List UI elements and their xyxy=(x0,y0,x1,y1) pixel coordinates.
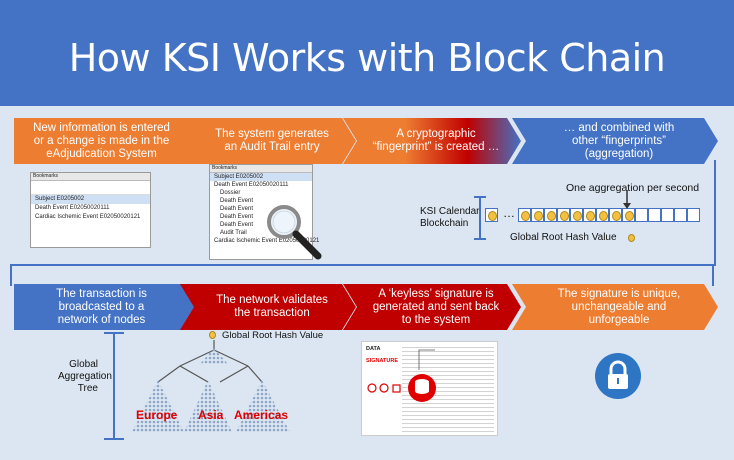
bookmark-item[interactable]: Subject E0205002 xyxy=(31,195,150,204)
step-2-chevron: The system generates an Audit Trail entr… xyxy=(180,118,356,164)
calendar-block-empty xyxy=(674,208,687,222)
tree-label-line-1: Global xyxy=(69,359,98,370)
document-signature-label: SIGNATURE xyxy=(366,358,398,364)
bookmark-item[interactable]: Cardiac Ischemic Event E02050020121 xyxy=(214,238,320,244)
calendar-bracket-bottom xyxy=(474,238,486,240)
step-4-line-1: … and combined with xyxy=(563,121,675,134)
region-asia: Asia xyxy=(198,408,224,422)
magnifier-icon xyxy=(267,205,322,260)
calendar-ellipsis: … xyxy=(503,206,515,220)
padlock-icon xyxy=(608,360,628,389)
calendar-block-empty xyxy=(648,208,661,222)
calendar-block-empty xyxy=(635,208,648,222)
document-data-label: DATA xyxy=(366,346,381,352)
calendar-block-empty xyxy=(661,208,674,222)
step-3-chevron: A cryptographic “fingerprint” is created… xyxy=(343,118,521,164)
tree-root-hash-label: Global Root Hash Value xyxy=(222,330,324,341)
bookmark-item[interactable]: Death Event E02050020111 xyxy=(214,182,289,188)
step-7-line-2: generated and sent back xyxy=(372,300,500,313)
bookmark-item[interactable]: Audit Trail xyxy=(220,230,247,236)
step-8-line-2: unchangeable and xyxy=(571,300,667,313)
tree-bracket-bottom xyxy=(104,438,124,440)
bookmark-item[interactable]: Death Event xyxy=(220,206,254,212)
step-1-chevron: New information is entered or a change i… xyxy=(14,118,195,164)
row-connector xyxy=(10,264,714,286)
calendar-block xyxy=(544,208,557,222)
calendar-block xyxy=(596,208,609,222)
tree-label-line-2: Aggregation xyxy=(58,371,112,382)
step-5-line-3: network of nodes xyxy=(57,313,146,326)
step-7-line-1: A ‘keyless’ signature is xyxy=(378,287,494,300)
step-3-line-1: A cryptographic xyxy=(396,128,476,140)
calendar-block xyxy=(583,208,596,222)
calendar-arrow xyxy=(623,190,631,209)
tree-root-coin-icon xyxy=(209,331,216,339)
step-6-line-1: The network validates xyxy=(216,294,328,306)
tree-label: Global Aggregation Tree xyxy=(58,359,112,395)
calendar-block xyxy=(485,208,498,222)
calendar-label: KSI Calendar Blockchain xyxy=(420,206,479,230)
bookmark-item[interactable]: Death Event xyxy=(220,198,254,204)
calendar-block xyxy=(531,208,544,222)
step-5-chevron: The transaction is broadcasted to a netw… xyxy=(14,284,195,330)
calendar-block xyxy=(557,208,570,222)
calendar-block xyxy=(609,208,622,222)
bookmarks-toolbar xyxy=(31,181,150,195)
calendar-block xyxy=(570,208,583,222)
step-1-line-2: or a change is made in the xyxy=(33,134,170,147)
step-2-line-2: an Audit Trail entry xyxy=(224,141,320,153)
bookmark-item[interactable]: Death Event E02050020111 xyxy=(35,205,110,211)
page-title: How KSI Works with Block Chain xyxy=(68,36,666,80)
bookmarks-panel-2-header: Bookmarks xyxy=(210,165,312,173)
step-1-line-3: eAdjudication System xyxy=(46,147,157,160)
bookmark-item[interactable]: Subject E0205002 xyxy=(210,173,312,181)
calendar-block-empty xyxy=(687,208,700,222)
step-7-line-3: to the system xyxy=(401,313,471,326)
lock-icon xyxy=(595,353,641,399)
bookmark-item[interactable]: Dossier xyxy=(220,190,241,196)
aggregation-tree-graphic xyxy=(132,340,290,432)
calendar-label-line-2: Blockchain xyxy=(420,218,469,229)
bookmark-item[interactable]: Death Event xyxy=(220,214,254,220)
signed-document: DATA SIGNATURE xyxy=(361,341,498,436)
calendar-bracket-top xyxy=(474,196,486,198)
step-4-line-3: (aggregation) xyxy=(584,147,654,160)
calendar-bracket xyxy=(479,196,481,240)
signature-icons xyxy=(367,374,436,402)
region-americas: Americas xyxy=(234,408,289,422)
bookmark-item[interactable]: Cardiac Ischemic Event E02050020121 xyxy=(35,214,141,220)
step-6-line-2: the transaction xyxy=(234,307,310,319)
title-banner: How KSI Works with Block Chain xyxy=(0,0,734,106)
row-connector-right xyxy=(704,160,716,266)
calendar-root-hash-label: Global Root Hash Value xyxy=(510,232,617,243)
step-3-line-2: “fingerprint” is created … xyxy=(372,141,500,153)
calendar-block xyxy=(622,208,635,222)
step-8-line-1: The signature is unique, xyxy=(557,287,681,300)
region-europe: Europe xyxy=(136,408,178,422)
step-7-chevron: A ‘keyless’ signature is generated and s… xyxy=(343,284,521,330)
root-hash-coin-icon xyxy=(628,234,635,242)
step-5-line-2: broadcasted to a xyxy=(58,300,145,313)
tree-bracket xyxy=(113,332,115,440)
tree-bracket-top xyxy=(104,332,124,334)
signature-pointer xyxy=(418,349,435,370)
step-5-line-1: The transaction is xyxy=(56,287,147,300)
step-4-chevron: … and combined with other “fingerprints”… xyxy=(512,118,718,164)
step-6-chevron: The network validates the transaction xyxy=(180,284,356,330)
calendar-label-line-1: KSI Calendar xyxy=(420,206,480,217)
aggregation-rate-label: One aggregation per second xyxy=(566,182,700,194)
tree-label-line-3: Tree xyxy=(77,383,98,394)
bookmarks-panel-1: Bookmarks Subject E0205002 Death Event E… xyxy=(30,172,151,248)
step-4-line-2: other “fingerprints” xyxy=(572,134,666,147)
step-1-line-1: New information is entered xyxy=(33,121,170,134)
step-8-chevron: The signature is unique, unchangeable an… xyxy=(512,284,718,330)
bookmark-item[interactable]: Death Event xyxy=(220,222,254,228)
bookmarks-panel-1-header: Bookmarks xyxy=(31,173,150,181)
calendar-block xyxy=(518,208,531,222)
step-2-line-1: The system generates xyxy=(215,128,329,140)
step-8-line-3: unforgeable xyxy=(588,313,650,326)
